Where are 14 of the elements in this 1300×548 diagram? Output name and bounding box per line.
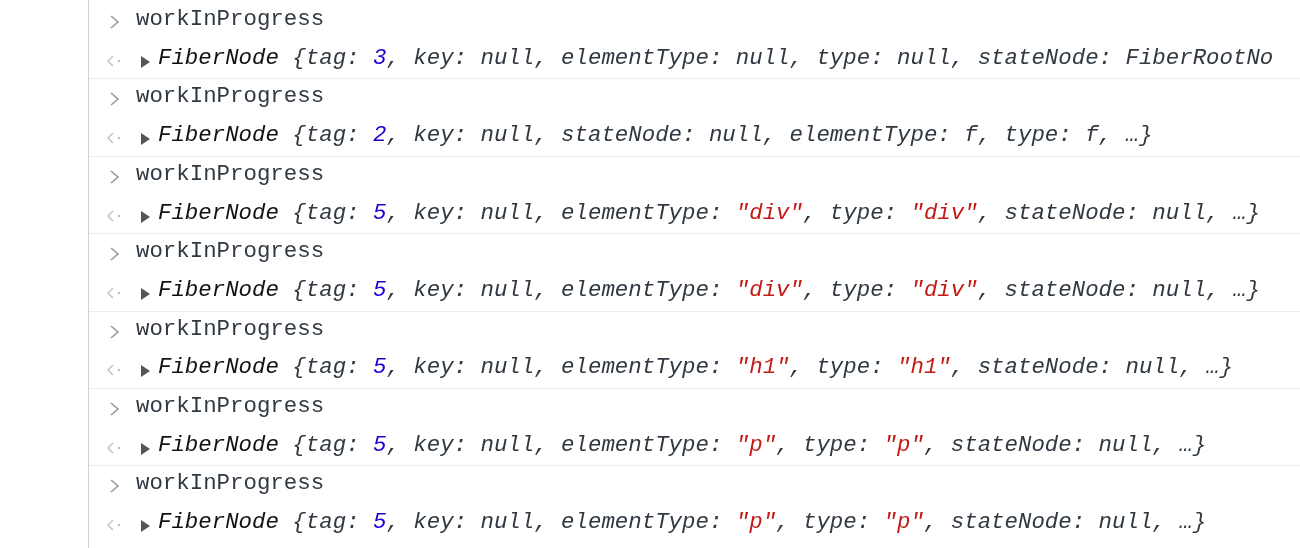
console-input-text: workInProgress: [136, 160, 325, 187]
console-output-text: FiberNode {tag: 5, key: null, elementType: "p", type: "p", stateNode: null, …}: [158, 431, 1207, 458]
console-output-text: FiberNode {tag: 5, key: null, elementType: "h1", type: "h1", stateNode: null, …}: [158, 354, 1233, 381]
console-output-text: FiberNode {tag: 5, key: null, elementType: "div", type: "div", stateNode: null, …}: [158, 199, 1260, 226]
console-input-text: workInProgress: [136, 83, 325, 110]
console-input-text: workInProgress: [136, 393, 325, 419]
console-output-text: FiberNode {tag: 5, key: null, elementType: "p", type: "p", stateNode: null, …}: [158, 509, 1207, 536]
console-output-text: FiberNode {tag: 2, key: null, stateNode: null, elementType: f, type: f, …}: [158, 122, 1153, 149]
console-output-text: FiberNode {tag: 3, key: null, elementType: null, type: null, stateNode: FiberRootNo: [158, 44, 1274, 71]
console-input-text: workInProgress: [136, 238, 325, 265]
console-output-text: FiberNode {tag: 5, key: null, elementType: "div", type: "div", stateNode: null, …}: [158, 276, 1260, 303]
console-input-text: workInProgress: [136, 470, 325, 497]
console-input-text: workInProgress: [136, 6, 325, 32]
console-input-text: workInProgress: [136, 315, 325, 342]
